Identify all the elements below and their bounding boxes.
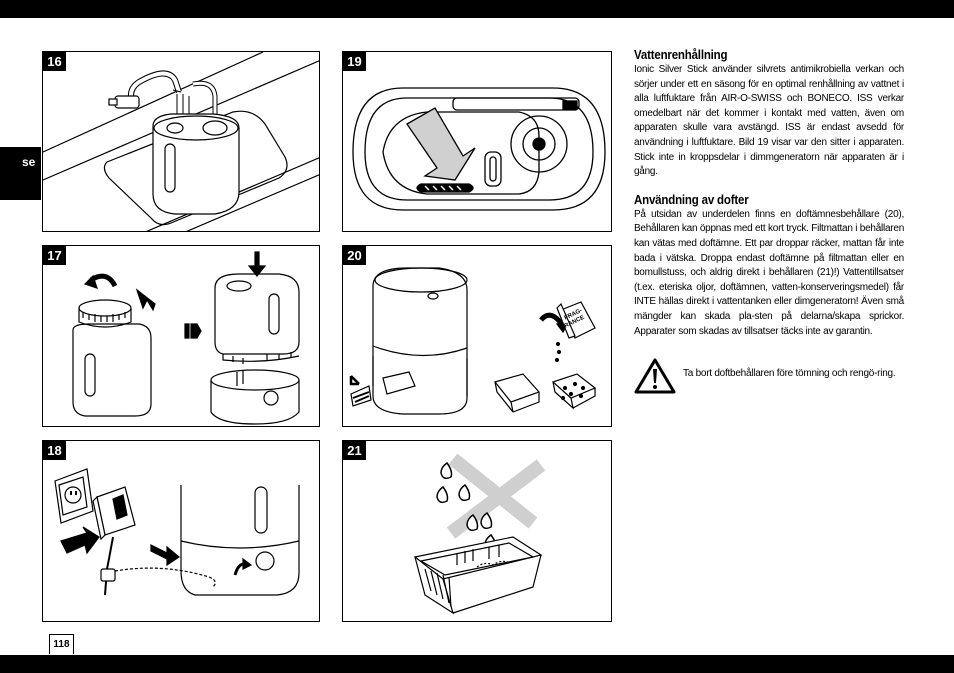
figure-number: 18 bbox=[43, 441, 66, 460]
figure-number: 17 bbox=[43, 246, 66, 265]
figure-number: 19 bbox=[343, 52, 366, 71]
language-tab: se bbox=[0, 147, 41, 200]
figure-17: 17 bbox=[42, 245, 320, 427]
warning-note: Ta bort doftbehållaren före tömning och … bbox=[634, 358, 904, 398]
section-heading-fragrance: Användning av dofter bbox=[634, 192, 749, 207]
sink-tap-illustration bbox=[43, 52, 319, 231]
section-body-water-hygiene: Ionic Silver Stick använder silvrets ant… bbox=[634, 64, 904, 178]
section-body-fragrance: På utsidan av underdelen finns en doftäm… bbox=[634, 208, 904, 337]
remove-cap-illustration bbox=[72, 251, 300, 425]
no-direct-drops-illustration bbox=[413, 453, 546, 615]
figure-16: 16 bbox=[42, 51, 320, 232]
figure-19: 19 bbox=[342, 51, 612, 232]
figure-21: 21 bbox=[342, 440, 612, 622]
text-column: Vattenrenhållning Ionic Silver Stick anv… bbox=[634, 48, 904, 353]
warning-triangle-icon bbox=[634, 358, 676, 394]
figure-number: 21 bbox=[343, 441, 366, 460]
page-number: 118 bbox=[49, 634, 74, 654]
figure-number: 16 bbox=[43, 52, 66, 71]
section-heading-water-hygiene: Vattenrenhållning bbox=[634, 48, 728, 62]
warning-text: Ta bort doftbehållaren före tömning och … bbox=[683, 368, 896, 379]
figure-number: 20 bbox=[343, 246, 366, 265]
figure-18: 18 bbox=[42, 440, 320, 622]
fragrance-container-illustration: FRAG- RANCE bbox=[349, 267, 597, 415]
plug-in-illustration bbox=[54, 468, 300, 596]
bottom-bar bbox=[0, 655, 954, 673]
top-bar bbox=[0, 0, 954, 18]
device-top-view-illustration bbox=[352, 87, 606, 211]
figure-20: 20 FRAG- RANCE bbox=[342, 245, 612, 427]
